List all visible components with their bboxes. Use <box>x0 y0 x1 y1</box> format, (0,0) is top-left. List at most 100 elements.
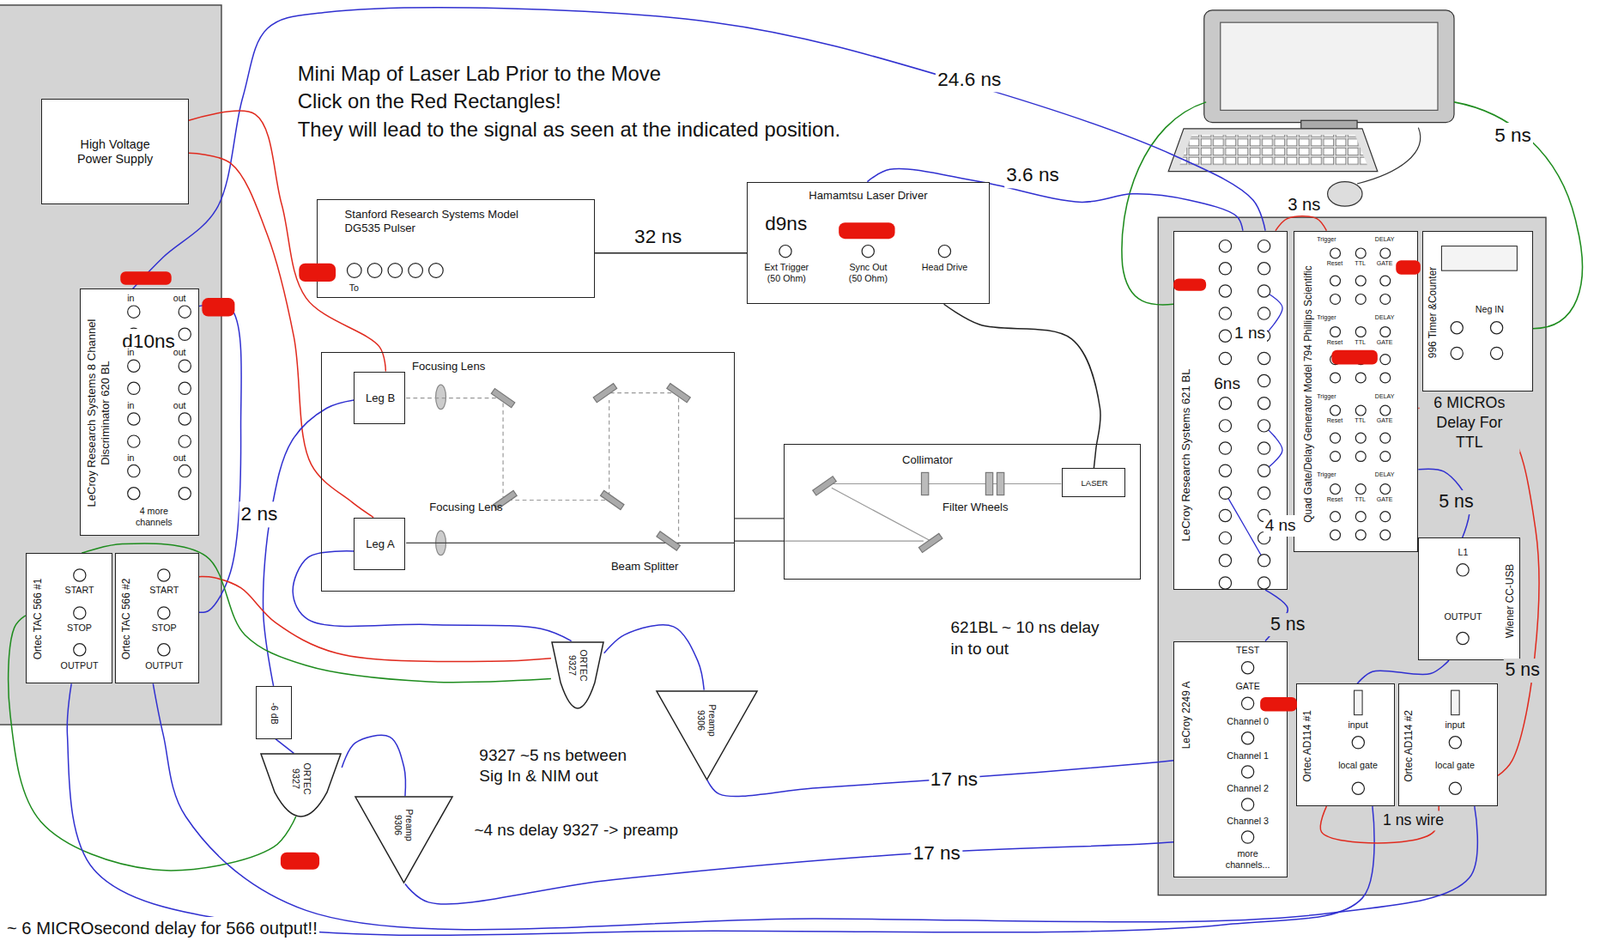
optics-path <box>996 472 1004 495</box>
module-label: local gate <box>1435 759 1475 771</box>
port-label: out <box>171 292 188 305</box>
lemo-port <box>157 643 170 656</box>
port-label: in <box>125 346 136 359</box>
module-label: 996 Timer &Counter <box>1426 266 1439 358</box>
note-label: ~4 ns delay 9327 -> preamp <box>472 819 680 842</box>
delay-label: 17 ns <box>911 840 963 866</box>
module-label: L1 <box>1458 546 1469 558</box>
module-label: Sync Out (50 Ohm) <box>845 261 891 285</box>
port-label: DELAY <box>1375 472 1395 479</box>
signal-cable <box>1357 660 1449 684</box>
delay-label: 5 ns <box>1436 490 1475 515</box>
lab-illustration <box>0 5 1582 896</box>
module-face <box>354 795 454 884</box>
panel-display <box>1353 690 1363 716</box>
optics-path <box>600 490 625 510</box>
delay-label: 24.6 ns <box>935 66 1003 92</box>
signal-marker <box>120 222 1421 870</box>
module-label: Leg B <box>359 392 401 407</box>
lemo-port <box>1242 660 1255 673</box>
module-label: High Voltage Power Supply <box>64 137 167 167</box>
lemo-port <box>1218 464 1231 477</box>
module-label: Preamp 9306 <box>392 799 415 850</box>
module-label: ORTEC 9327 <box>566 644 589 686</box>
attenuator-box: -6 dB <box>255 685 292 740</box>
panel-display <box>1442 245 1518 271</box>
computer-icon <box>1168 128 1378 172</box>
port-label: GATE <box>1376 260 1394 267</box>
discriminator-amp: ORTEC 9327 <box>260 752 342 817</box>
computer-icon <box>1357 127 1421 184</box>
lemo-port <box>1218 261 1231 274</box>
lemo-port <box>407 263 423 279</box>
lemo-port <box>1351 782 1364 795</box>
signal-marker <box>1331 350 1377 365</box>
optics-path <box>436 384 447 410</box>
signal-cable <box>594 252 747 255</box>
lemo-port <box>1218 396 1231 409</box>
module-label: Ortec TAC 566 #1 <box>31 578 44 661</box>
port-label: in <box>125 452 136 465</box>
pulser-box: Stanford Research Systems Model DG535 Pu… <box>316 199 596 298</box>
signal-cable <box>133 7 1267 290</box>
lemo-port <box>1258 464 1271 477</box>
note-label: 6ns <box>1212 373 1243 395</box>
module-label: Collimator <box>902 453 953 467</box>
lemo-port <box>1218 553 1231 566</box>
port-label: DELAY <box>1375 236 1395 243</box>
delay-label: 17 ns <box>928 767 980 793</box>
module-label: Wiener CC-USB <box>1503 563 1516 639</box>
port-label: Trigger <box>1316 393 1336 400</box>
lemo-port <box>1356 405 1367 416</box>
module-label: Stanford Research Systems Model DG535 Pu… <box>345 207 550 235</box>
port-label: GATE <box>1376 496 1394 504</box>
module-label: LeCroy Research Systems 8 Channel Discri… <box>84 296 112 531</box>
lemo-port <box>1218 442 1231 455</box>
tac-module: Ortec TAC 566 #1STARTSTOPOUTPUT <box>25 552 113 684</box>
lemo-port <box>1356 432 1367 443</box>
lemo-port <box>861 244 874 257</box>
module-label: START <box>149 584 179 596</box>
signal-marker <box>1395 260 1421 275</box>
optics-path <box>490 388 515 408</box>
lemo-port <box>1330 405 1341 416</box>
lemo-port <box>1258 442 1271 455</box>
note-label: 5 ns <box>1492 122 1534 148</box>
module-label: GATE <box>1236 680 1261 692</box>
lemo-port <box>1356 326 1367 337</box>
lemo-port <box>1218 351 1231 364</box>
optics-path <box>593 383 617 403</box>
signal-cable <box>199 576 552 662</box>
lemo-port <box>367 263 382 279</box>
lemo-port <box>1258 553 1271 566</box>
lemo-port <box>127 359 140 372</box>
note-label: ~ 6 MICROsecond delay for 566 output!! <box>5 916 320 940</box>
port-label: Reset <box>1327 496 1344 504</box>
lemo-port <box>72 643 85 656</box>
lemo-port <box>178 487 191 500</box>
lemo-port <box>1242 696 1255 710</box>
module-face <box>551 641 605 709</box>
optics-path <box>666 383 691 403</box>
module-label: Channel 1 <box>1226 750 1269 762</box>
note-label: 4 ns <box>1263 515 1298 537</box>
delay-label: 3 ns <box>1285 193 1322 216</box>
module-label: OUTPUT <box>1444 611 1483 623</box>
lemo-port <box>1242 830 1255 843</box>
module-label: OUTPUT <box>60 660 99 672</box>
note-label: They will lead to the signal as seen at … <box>296 116 891 144</box>
optics-path <box>921 472 928 495</box>
optics-path <box>985 472 993 495</box>
laser-head: LASER <box>1061 467 1126 497</box>
optics-path <box>918 533 942 552</box>
lemo-port <box>1330 248 1341 259</box>
delay-label: 32 ns <box>632 224 684 249</box>
delay-label: 1 ns wire <box>1381 810 1446 831</box>
port-label: Reset <box>1327 260 1344 267</box>
delay-label: 5 ns <box>1503 658 1541 683</box>
module-label: ORTEC 9327 <box>290 757 313 800</box>
lemo-port <box>1356 293 1367 304</box>
computer-icon <box>1168 10 1455 207</box>
lemo-port <box>157 606 170 619</box>
lemo-port <box>178 328 191 341</box>
